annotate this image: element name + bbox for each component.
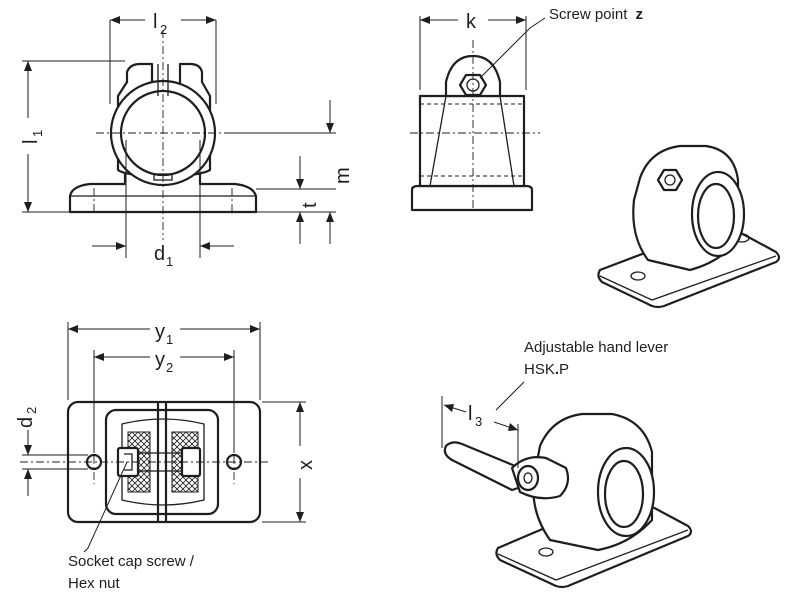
- label-y1: y 1: [155, 321, 173, 347]
- svg-text:x: x: [295, 460, 317, 470]
- svg-text:2: 2: [24, 407, 39, 414]
- svg-text:t: t: [299, 202, 321, 208]
- svg-text:l: l: [153, 11, 157, 33]
- isometric-view-1: [597, 144, 781, 309]
- svg-text:Screw point z: Screw point z: [549, 6, 643, 23]
- isometric-view-2: [441, 381, 693, 589]
- note-screw-point: Screw point z: [549, 6, 643, 23]
- svg-text:l: l: [468, 403, 472, 425]
- svg-text:Hex nut: Hex nut: [68, 575, 121, 592]
- svg-text:1: 1: [166, 254, 173, 269]
- label-m: m: [332, 167, 354, 184]
- label-y2: y 2: [155, 349, 173, 375]
- svg-text:y: y: [155, 321, 165, 343]
- svg-text:l: l: [20, 140, 42, 144]
- svg-text:2: 2: [166, 360, 173, 375]
- top-view: [20, 322, 306, 553]
- front-view: [22, 16, 336, 258]
- svg-text:HSK.P: HSK.P: [524, 361, 569, 378]
- svg-text:m: m: [332, 167, 354, 184]
- label-k: k: [466, 11, 477, 33]
- label-l2: l 2: [153, 11, 167, 37]
- svg-text:Socket cap screw /: Socket cap screw /: [68, 553, 195, 570]
- label-l1: l 1: [20, 130, 45, 144]
- label-d2: d 2: [15, 407, 39, 428]
- label-t: t: [299, 202, 321, 208]
- label-x: x: [295, 460, 317, 470]
- svg-text:Adjustable hand lever: Adjustable hand lever: [524, 339, 668, 356]
- svg-text:k: k: [466, 11, 477, 33]
- svg-text:d: d: [154, 243, 165, 265]
- note-socket-cap-screw: Socket cap screw / Hex nut: [68, 553, 195, 592]
- label-d1: d 1: [154, 243, 173, 269]
- label-l3: l 3: [468, 403, 482, 429]
- note-hand-lever: Adjustable hand lever HSK.P: [524, 339, 668, 378]
- svg-text:3: 3: [475, 414, 482, 429]
- svg-text:1: 1: [166, 332, 173, 347]
- svg-text:y: y: [155, 349, 165, 371]
- svg-text:d: d: [15, 417, 37, 428]
- svg-text:2: 2: [160, 22, 167, 37]
- side-view: [410, 16, 546, 212]
- svg-text:1: 1: [30, 130, 45, 137]
